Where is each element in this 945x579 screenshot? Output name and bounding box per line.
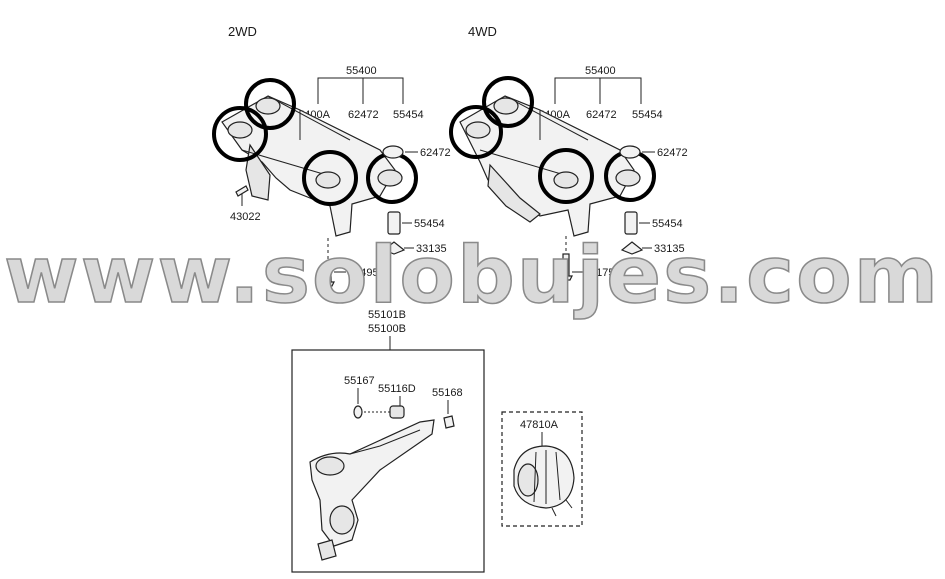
label-62472-top-left: 62472 (348, 109, 379, 121)
label-55100b: 55100B (368, 323, 406, 335)
label-33135-right: 33135 (654, 243, 685, 255)
title-4wd: 4WD (468, 24, 497, 39)
label-55495: 55495 (348, 267, 379, 279)
lower-arm-box (291, 349, 485, 573)
label-33135-left: 33135 (416, 243, 447, 255)
lower-arm-group: 55101B 55100B 55167 55116D 55168 (291, 309, 485, 573)
differential-box (501, 411, 583, 527)
label-62472-side-right: 62472 (657, 147, 688, 159)
differential-group: 47810A (501, 411, 583, 527)
crossmember-2wd: 55400 55400A 62472 55454 62472 43022 554… (212, 65, 451, 287)
label-55454-sleeve-right: 55454 (652, 218, 683, 230)
label-55454-top-right: 55454 (632, 109, 663, 121)
label-55168: 55168 (432, 387, 463, 399)
label-55400-left: 55400 (346, 65, 377, 77)
label-43022: 43022 (230, 211, 261, 223)
label-62472-top-right: 62472 (586, 109, 617, 121)
label-55116d: 55116D (378, 383, 416, 395)
label-55454-top-left: 55454 (393, 109, 424, 121)
label-62472-side-left: 62472 (420, 147, 451, 159)
label-55400-right: 55400 (585, 65, 616, 77)
label-51759: 51759 (590, 267, 621, 279)
label-55454-sleeve-left: 55454 (414, 218, 445, 230)
label-55101b: 55101B (368, 309, 406, 321)
watermark: www.solobujes.com (4, 231, 940, 321)
label-47810a: 47810A (520, 419, 559, 431)
crossmember-4wd: 55400 55400A 62472 55454 62472 55454 331… (449, 65, 688, 281)
title-2wd: 2WD (228, 24, 257, 39)
label-55167: 55167 (344, 375, 375, 387)
